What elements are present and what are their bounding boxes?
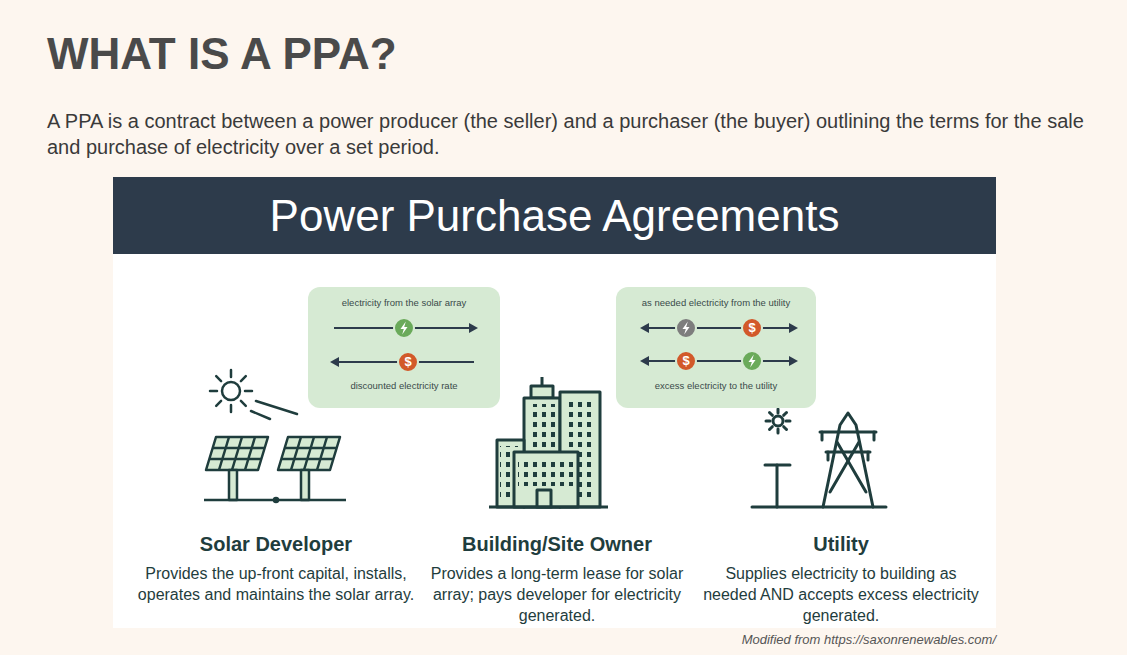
illustration-part bbox=[278, 437, 340, 500]
flow-arrow bbox=[334, 318, 478, 338]
illustration-part bbox=[676, 351, 696, 371]
illustration-part bbox=[537, 490, 551, 507]
dollar-symbol: $ bbox=[400, 354, 416, 370]
illustration-part bbox=[777, 409, 780, 413]
callout-box: as needed electricity from the utility ex… bbox=[616, 287, 816, 408]
illustration-part bbox=[232, 437, 242, 470]
party-heading: Building/Site Owner bbox=[417, 532, 697, 556]
illustration-part bbox=[210, 390, 217, 393]
illustration-part bbox=[219, 437, 229, 470]
illustration-part bbox=[229, 470, 237, 500]
flow-arrow bbox=[330, 352, 474, 372]
illustration-part bbox=[752, 506, 886, 509]
illustration-part bbox=[777, 429, 780, 433]
source-credit: Modified from https://saxonrenewables.co… bbox=[742, 632, 996, 647]
illustration-part bbox=[683, 322, 690, 335]
illustration-part bbox=[644, 360, 794, 362]
panel-ground bbox=[113, 177, 996, 628]
sun-icon bbox=[210, 370, 297, 419]
illustration-part bbox=[773, 416, 783, 426]
title-band: Power Purchase Agreements bbox=[113, 177, 996, 254]
illustration-part bbox=[784, 427, 787, 430]
solar-panels bbox=[204, 437, 346, 502]
illustration-part bbox=[786, 420, 790, 423]
illustration-part bbox=[820, 431, 876, 434]
illustration-part bbox=[873, 432, 876, 440]
illustration-part bbox=[230, 370, 233, 377]
illustration-part bbox=[531, 386, 553, 398]
illustration-part bbox=[776, 465, 779, 507]
illustration-part bbox=[742, 351, 762, 371]
illustration-part bbox=[789, 356, 798, 366]
page-title: WHAT IS A PPA? bbox=[47, 28, 397, 80]
party-description: Provides the up-front capital, installs,… bbox=[134, 563, 418, 605]
dollar-symbol: $ bbox=[744, 320, 760, 336]
illustration-part bbox=[826, 451, 870, 454]
illustration-part bbox=[230, 405, 233, 412]
flow-label: discounted electricity rate bbox=[314, 380, 494, 392]
illustration-part bbox=[204, 499, 346, 502]
illustration-part bbox=[256, 401, 297, 414]
party-description: Provides a long-term lease for solar arr… bbox=[415, 563, 699, 626]
illustration-part bbox=[330, 357, 339, 367]
flow-arrow bbox=[640, 351, 798, 371]
illustration-part bbox=[251, 411, 270, 419]
illustration-part bbox=[770, 427, 773, 430]
illustration-part bbox=[837, 442, 866, 492]
flow-arrow bbox=[640, 318, 798, 338]
illustration-part bbox=[644, 327, 794, 329]
dollar-symbol: $ bbox=[678, 353, 694, 369]
illustration-part bbox=[830, 442, 859, 492]
illustration-part bbox=[640, 323, 649, 333]
illustration-part bbox=[209, 458, 261, 461]
illustration-part bbox=[789, 323, 798, 333]
illustration-part bbox=[518, 458, 574, 486]
illustration-part bbox=[206, 437, 268, 500]
callout-box: electricity from the solar array discount… bbox=[308, 287, 500, 408]
illustration-part bbox=[213, 447, 265, 450]
illustration-part bbox=[640, 356, 649, 366]
illustration-part bbox=[784, 413, 787, 416]
illustration-part bbox=[216, 376, 221, 381]
illustration-part bbox=[206, 437, 268, 470]
utility-tower bbox=[752, 409, 886, 507]
illustration-part bbox=[469, 323, 478, 333]
illustration-part bbox=[398, 352, 418, 372]
illustration-part bbox=[245, 437, 255, 470]
building-icon bbox=[489, 377, 608, 507]
illustration-part bbox=[514, 452, 578, 507]
intro-text: A PPA is a contract between a power prod… bbox=[47, 108, 1122, 160]
illustration-part bbox=[241, 401, 246, 406]
illustration-part bbox=[401, 322, 408, 335]
party-heading: Utility bbox=[701, 532, 981, 556]
illustration-part bbox=[528, 404, 556, 448]
illustration-part bbox=[867, 452, 870, 460]
illustration-part bbox=[766, 420, 770, 423]
party-heading: Solar Developer bbox=[136, 532, 416, 556]
party-description: Supplies electricity to building as need… bbox=[699, 563, 983, 626]
illustration-part bbox=[827, 452, 830, 460]
illustration-part bbox=[274, 498, 278, 502]
illustration-part bbox=[222, 382, 240, 400]
illustration-part bbox=[216, 401, 221, 406]
illustration-part bbox=[823, 413, 873, 507]
illustration-part bbox=[394, 318, 414, 338]
illustration-part bbox=[241, 376, 246, 381]
illustration-part bbox=[742, 318, 762, 338]
flow-label: electricity from the solar array bbox=[314, 297, 494, 309]
illustration-part bbox=[821, 432, 824, 440]
illustration-part bbox=[489, 506, 608, 509]
illustration-part bbox=[770, 413, 773, 416]
flow-label: excess electricity to the utility bbox=[622, 380, 810, 392]
illustration-part bbox=[749, 355, 756, 368]
illustration-part bbox=[676, 318, 696, 338]
band-title: Power Purchase Agreements bbox=[270, 190, 840, 242]
illustration-part bbox=[245, 390, 252, 393]
flow-label: as needed electricity from the utility bbox=[622, 297, 810, 309]
